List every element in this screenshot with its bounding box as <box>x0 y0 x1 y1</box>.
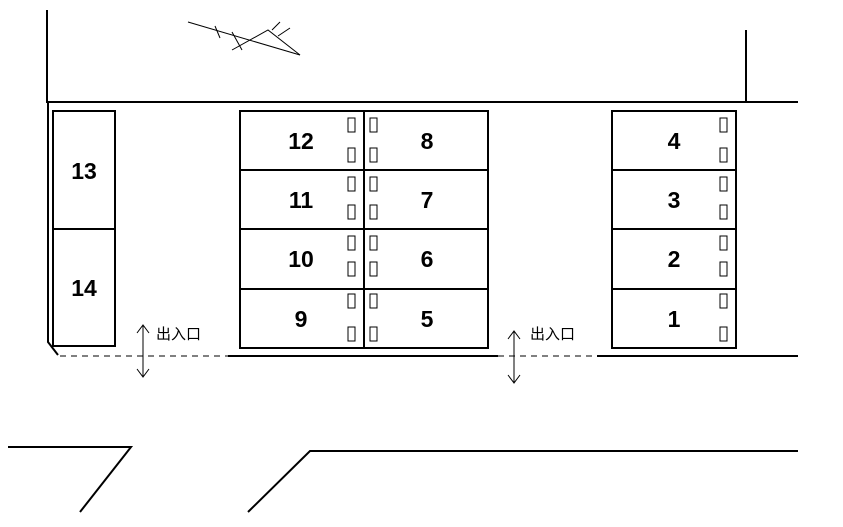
space-label-5: 5 <box>421 306 434 332</box>
space-14 <box>52 228 116 347</box>
entrance-label: 出入口 <box>156 325 201 343</box>
space-label-10: 10 <box>288 246 314 272</box>
space-label-12: 12 <box>288 128 314 154</box>
double-arrow-icon <box>507 330 521 384</box>
space-column-right: 4 3 2 1 <box>611 110 737 349</box>
site-boundary-left-wall <box>46 10 798 103</box>
road-edge-left <box>8 446 134 513</box>
double-arrow-icon <box>136 324 150 378</box>
entrance-right: 出入口 <box>507 325 575 384</box>
space-label-11: 11 <box>289 187 314 213</box>
space-label-6: 6 <box>421 246 434 272</box>
entrance-left: 出入口 <box>136 324 201 378</box>
space-label-3: 3 <box>668 187 681 213</box>
space-label-8: 8 <box>421 128 434 154</box>
entrance-label: 出入口 <box>530 325 575 343</box>
space-label-13: 13 <box>71 158 97 184</box>
space-column-left: 13 14 <box>52 110 116 347</box>
space-label-1: 1 <box>668 306 681 332</box>
space-label-4: 4 <box>668 128 681 154</box>
front-boundary-line <box>47 102 59 356</box>
space-block-center: 12 11 10 9 8 7 6 5 <box>239 110 489 349</box>
space-label-7: 7 <box>421 187 434 213</box>
north-arrow-icon <box>187 21 301 56</box>
road-edge-right <box>247 450 798 513</box>
space-label-14: 14 <box>71 275 97 301</box>
space-label-9: 9 <box>295 306 308 332</box>
space-label-2: 2 <box>668 246 681 272</box>
